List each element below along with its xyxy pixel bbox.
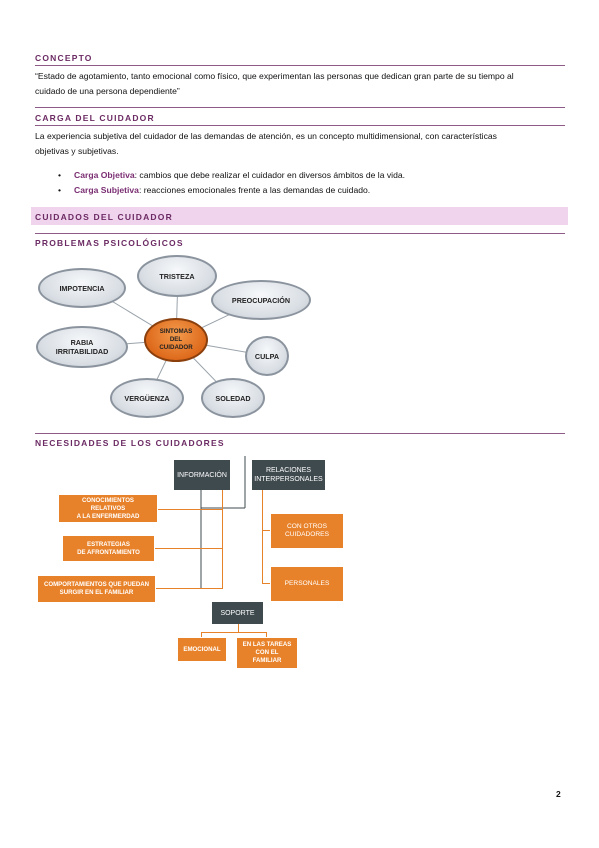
node-impotencia: IMPOTENCIA (38, 268, 126, 308)
carga-text: La experiencia subjetiva del cuidador de… (35, 129, 565, 159)
carga-line-2: objetivas y subjetivas. (35, 146, 119, 156)
bullet-carga-subjetiva: • Carga Subjetiva: reacciones emocionale… (58, 185, 371, 195)
box-informacion: INFORMACIÓN (174, 460, 230, 490)
connector-comportamientos (155, 588, 223, 589)
box-soporte: SOPORTE (212, 602, 263, 624)
connector-con-otros (262, 530, 271, 531)
problemas-top-rule (35, 233, 565, 234)
node-verguenza: VERGÜENZA (110, 378, 184, 418)
carga-line-1: La experiencia subjetiva del cuidador de… (35, 131, 497, 141)
concepto-rule (35, 65, 565, 66)
connector-relaciones-vertical (262, 490, 263, 584)
connector-personales (262, 583, 271, 584)
box-emocional: EMOCIONAL (177, 637, 227, 662)
concepto-line-2: cuidado de una persona dependiente” (35, 86, 180, 96)
connector-estrategias (154, 548, 223, 549)
concepto-line-1: “Estado de agotamiento, tanto emocional … (35, 71, 514, 81)
bullet-text: : cambios que debe realizar el cuidador … (134, 170, 406, 180)
carga-top-rule (35, 107, 565, 108)
carga-heading: CARGA DEL CUIDADOR (35, 113, 155, 123)
problemas-heading: PROBLEMAS PSICOLÓGICOS (35, 238, 184, 248)
node-soledad: SOLEDAD (201, 378, 265, 418)
bullet-term: Carga Objetiva (74, 170, 135, 180)
connector-informacion-vertical (222, 490, 223, 588)
connector-conocimientos (157, 509, 223, 510)
necesidades-heading: NECESIDADES DE LOS CUIDADORES (35, 438, 225, 448)
cuidados-heading: CUIDADOS DEL CUIDADOR (35, 212, 173, 222)
connector-soporte-down (238, 624, 239, 632)
bullet-dot: • (58, 185, 62, 195)
cuidados-band (31, 207, 568, 225)
concepto-heading: CONCEPTO (35, 53, 93, 63)
necesidades-top-rule (35, 433, 565, 434)
node-culpa: CULPA (245, 336, 289, 376)
connector-tareas (266, 632, 267, 639)
bullet-dot: • (58, 170, 62, 180)
node-tristeza: TRISTEZA (137, 255, 217, 297)
connector-soporte-horizontal (201, 632, 267, 633)
connector-emocional (201, 632, 202, 639)
node-preocupacion: PREOCUPACIÓN (211, 280, 311, 320)
page-number: 2 (556, 789, 561, 799)
box-personales: PERSONALES (270, 566, 344, 602)
bullet-term: Carga Subjetiva (74, 185, 139, 195)
bullet-text: : reacciones emocionales frente a las de… (138, 185, 371, 195)
carga-rule (35, 125, 565, 126)
concepto-text: “Estado de agotamiento, tanto emocional … (35, 69, 565, 99)
bullet-carga-objetiva: • Carga Objetiva: cambios que debe reali… (58, 170, 406, 180)
